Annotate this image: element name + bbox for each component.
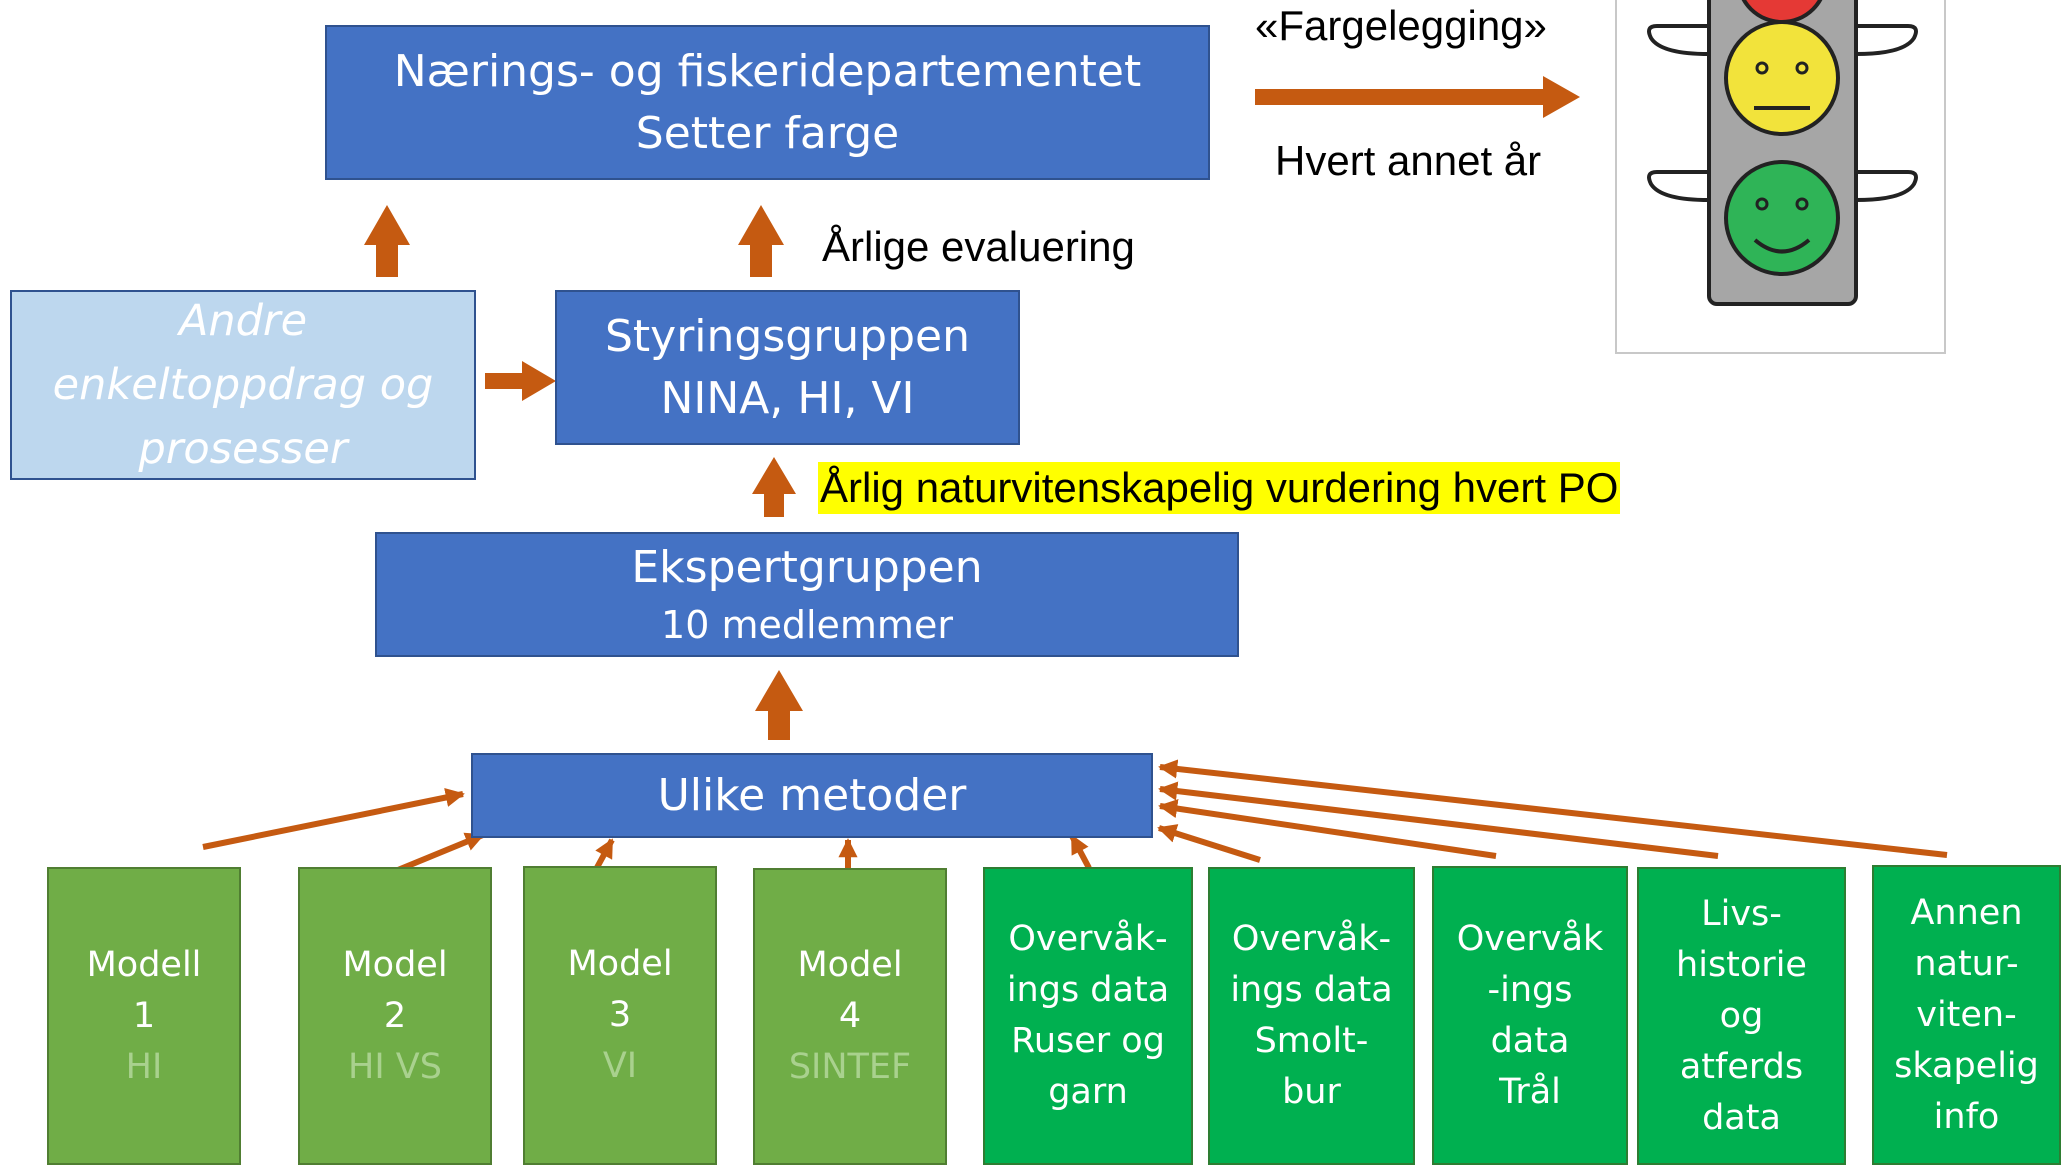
model-label: Model [797,945,903,985]
data-line: Livs- [1701,893,1782,934]
model-org: HI [125,1046,163,1087]
model-label: Model [342,944,448,985]
departement-title: Nærings- og fiskeridepartementet [393,45,1142,97]
traffic-light-icon [1647,0,1918,306]
arrow-andre-to-styring [485,361,556,401]
arrow-data5 [1158,759,1948,858]
data-line: garn [1048,1072,1128,1112]
data-box-smoltbur: Overvåk- ings data Smolt- bur [1208,867,1415,1165]
data-line: og [1719,995,1764,1036]
annual-evaluation-label: Årlige evaluering [822,223,1135,270]
data-line: bur [1282,1072,1341,1112]
data-box-tral: Overvåk -ings data Trål [1432,866,1628,1165]
fargelegging-frequency: Hvert annet år [1275,137,1542,184]
data-box-ruser-garn: Overvåk- ings data Ruser og garn [983,867,1193,1165]
model-number: 4 [838,996,862,1036]
arrow-model2 [391,832,485,875]
data-box-livshistorie: Livs- historie og atferds data [1637,867,1846,1165]
model-box-2: Model 2 HI VS [298,867,492,1165]
model-label: Model [567,944,673,984]
model-number: 1 [132,995,156,1036]
data-box-annen-info: Annen natur- viten- skapelig info [1872,865,2061,1165]
departement-box: Nærings- og fiskeridepartementet Setter … [325,25,1210,180]
data-line: ings data [1006,970,1170,1010]
ulike-metoder-box: Ulike metoder [471,753,1153,838]
data-line: atferds [1679,1046,1804,1087]
data-line: Trål [1499,1071,1561,1112]
model-number: 2 [383,995,407,1036]
data-line: ings data [1230,970,1393,1010]
arrow-departement-to-trafficlight [1255,76,1580,118]
andre-line1: Andre [178,296,308,346]
arrow-model1 [202,788,465,850]
styringsgruppen-title: Styringsgruppen [605,310,970,362]
annual-assessment-label: Årlig naturvitenskapelig vurdering hvert… [818,462,1621,514]
block-arrows [364,76,1580,740]
model-org: HI VS [348,1046,442,1087]
andre-line3: prosesser [138,424,348,474]
ulike-metoder-label: Ulike metoder [657,770,967,821]
departement-subtitle: Setter farge [635,107,900,159]
model-label: Modell [86,944,202,985]
model-number: 3 [608,995,632,1035]
data-line: historie [1676,944,1807,985]
arrow-ekspert-to-styring [752,457,796,517]
styringsgruppen-members: NINA, HI, VI [660,372,915,424]
data-line: Overvåk- [1008,919,1168,959]
arrow-data3 [1158,799,1497,859]
data-line: info [1933,1096,2000,1137]
yellow-light-face [1724,20,1840,136]
data-line: data [1490,1020,1570,1061]
data-line: natur- [1914,943,2019,984]
data-line: Overvåk- [1231,919,1392,959]
arrow-andre-to-departement [364,205,410,277]
arrow-data2 [1157,824,1261,863]
data-line: Smolt- [1254,1021,1369,1061]
model-box-4: Model 4 SINTEF [753,868,947,1165]
data-line: Annen [1910,892,2023,933]
fargelegging-label: «Fargelegging» [1255,2,1547,49]
input-arrows [202,759,1948,875]
styringsgruppen-box: Styringsgruppen NINA, HI, VI [555,290,1020,445]
model-box-3: Model 3 VI [523,866,717,1165]
data-line: Ruser og [1011,1021,1165,1061]
andre-line2: enkeltoppdrag og [52,360,434,410]
model-org: VI [602,1046,638,1086]
ekspertgruppen-members: 10 medlemmer [661,602,953,647]
ekspertgruppen-box: Ekspertgruppen 10 medlemmer [375,532,1239,657]
data-line: -ings [1487,969,1573,1010]
andre-box: Andre enkeltoppdrag og prosesser [10,290,476,480]
traffic-light-panel [1615,0,1946,354]
arrow-data4 [1158,781,1719,859]
data-line: viten- [1916,994,2017,1035]
ekspertgruppen-title: Ekspertgruppen [631,541,983,593]
model-org: SINTEF [788,1047,912,1087]
green-light-face [1724,160,1840,276]
data-line: skapelig [1894,1045,2039,1086]
data-line: data [1702,1097,1781,1138]
arrow-styring-to-departement [738,205,784,277]
model-box-1: Modell 1 HI [47,867,241,1165]
arrow-metoder-to-ekspert [755,670,803,740]
arrow-data1 [1069,834,1092,870]
data-line: Overvåk [1456,918,1604,959]
